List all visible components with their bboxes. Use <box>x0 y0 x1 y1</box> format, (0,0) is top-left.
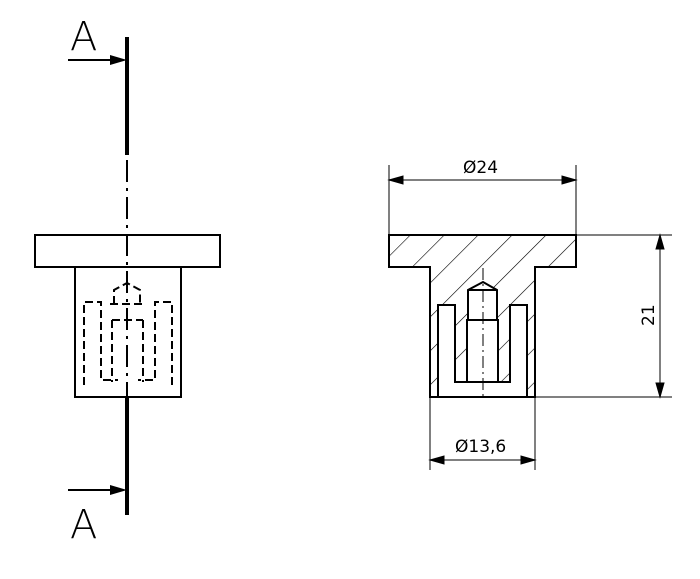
section-label-bottom: A <box>70 502 97 548</box>
cavity <box>438 305 527 397</box>
pin-hole <box>467 282 498 382</box>
section-arrow-bottom <box>68 485 127 495</box>
dimension-flange-diameter: Ø24 <box>463 158 498 178</box>
section-arrow-top <box>68 55 127 65</box>
dimension-height-value: 21 <box>639 304 659 326</box>
front-view: A A <box>34 14 221 548</box>
dimension-flange <box>387 165 578 235</box>
body-outline <box>74 266 182 398</box>
hidden-lines <box>83 281 173 385</box>
dimension-body <box>428 397 537 470</box>
section-view <box>388 234 577 400</box>
dimension-body-diameter: Ø13,6 <box>455 437 506 457</box>
dimension-height <box>535 233 672 399</box>
section-label-top: A <box>70 14 97 60</box>
